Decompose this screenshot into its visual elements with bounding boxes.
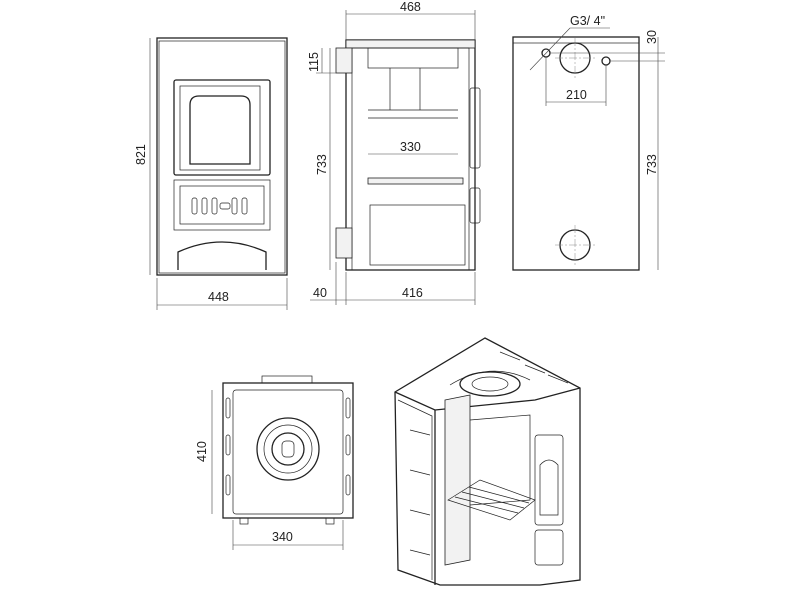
dim-top-width: 340: [272, 530, 293, 544]
front-view: 448 821: [134, 37, 288, 310]
dim-front-height: 821: [134, 144, 148, 165]
dim-back-spacing: 210: [566, 88, 587, 102]
dim-back-top: 30: [645, 30, 659, 44]
dim-side-depth: 416: [402, 286, 423, 300]
dim-back-height: 733: [645, 154, 659, 175]
dim-side-top-offset: 115: [307, 52, 321, 72]
back-view: G3/ 4" 30 210 733: [512, 14, 665, 271]
dim-side-leg: 40: [313, 286, 327, 300]
side-section-view: 468 115 733 330 40 416: [307, 0, 481, 305]
dim-back-thread: G3/ 4": [570, 14, 605, 28]
isometric-cutaway-view: [394, 337, 581, 586]
dim-front-width: 448: [208, 290, 229, 304]
top-view: 410 340: [195, 375, 354, 550]
dim-side-inner: 330: [400, 140, 421, 154]
dim-side-top-width: 468: [400, 0, 421, 14]
dim-side-height: 733: [315, 154, 329, 175]
dim-top-depth: 410: [195, 441, 209, 462]
